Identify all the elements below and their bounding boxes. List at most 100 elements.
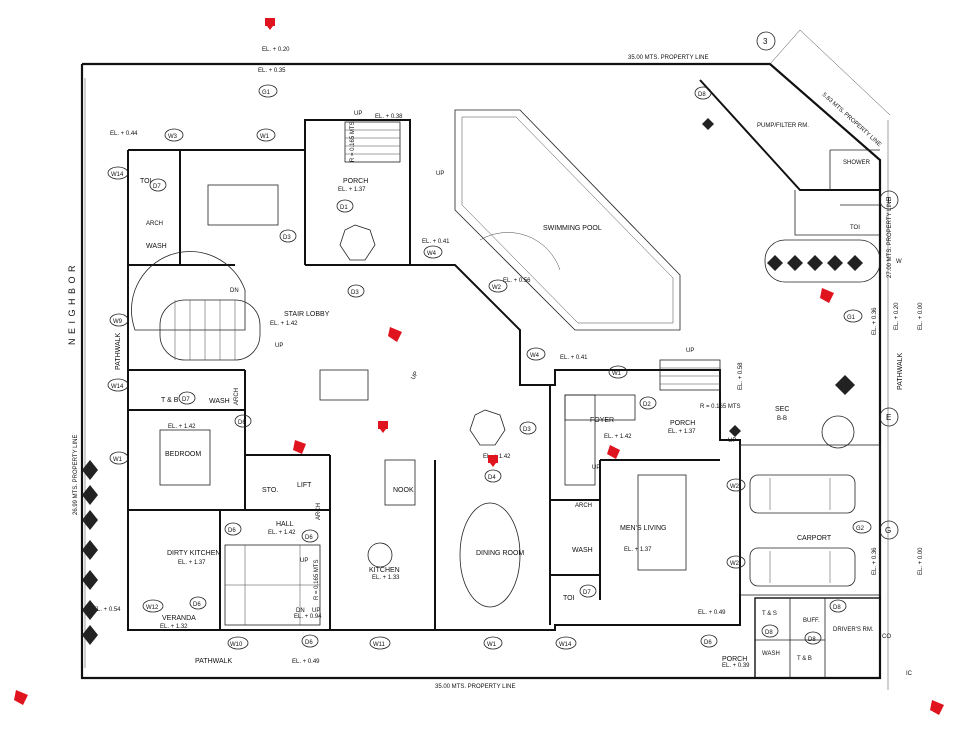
carport-label: CARPORT xyxy=(797,535,832,542)
camera-icon xyxy=(607,445,620,459)
tag-d2: D2 xyxy=(643,402,651,408)
tag-d3: D3 xyxy=(283,235,291,241)
neighbor-label: N E I G H B O R xyxy=(67,264,77,345)
veranda-label: VERANDA xyxy=(162,615,196,622)
carport-area xyxy=(739,444,881,679)
tag-w1: W1 xyxy=(260,134,270,140)
tag-w14: W14 xyxy=(111,384,124,390)
bottom-property-line: 35.00 MTS. PROPERTY LINE xyxy=(435,684,515,690)
tag-w1: W1 xyxy=(612,371,622,377)
el-label: EL. + 0.20 xyxy=(894,302,900,330)
tag-w1: W1 xyxy=(113,457,123,463)
tag-w11: W11 xyxy=(373,642,386,648)
up-label: UP xyxy=(686,348,694,354)
tag-d6: D6 xyxy=(305,640,313,646)
stair-lobby-stairs xyxy=(131,251,261,361)
kitchen-label: KITCHEN xyxy=(369,567,400,574)
el-label: EL. + 0.38 xyxy=(375,114,403,120)
pump-room-label: PUMP/FILTER RM. xyxy=(757,123,809,129)
hall-label: HALL xyxy=(276,521,294,528)
up-label: UP xyxy=(312,608,320,614)
tag-d6: D6 xyxy=(238,420,246,426)
camera-icon xyxy=(14,690,28,705)
tag-d6: D6 xyxy=(228,528,236,534)
el-label: EL. + 1.32 xyxy=(160,624,188,630)
tag-d6: D8 xyxy=(698,92,706,98)
tag-w2: W2 xyxy=(730,484,740,490)
tag-w2: W2 xyxy=(492,285,502,291)
wash1-label: WASH xyxy=(146,243,167,250)
el-label: EL. + 1.42 xyxy=(270,321,298,327)
porch-bottom-label: PORCH xyxy=(722,656,747,663)
wash2-label: WASH xyxy=(209,398,230,405)
toi1-label: TOI xyxy=(140,178,152,185)
riser-label: R = 0.165 MTS xyxy=(314,559,320,600)
up-label: UP xyxy=(275,343,283,349)
section-mark-ref: B-B xyxy=(777,416,787,422)
right-property-line: 27.00 MTS. PROPERTY LINE xyxy=(887,198,893,278)
left-property-line: 26.99 MTS. PROPERTY LINE xyxy=(73,435,79,515)
el-label: EL. + 0.39 xyxy=(722,663,750,669)
ts-label: T & S xyxy=(762,611,777,617)
foyer-label: FOYER xyxy=(590,417,614,424)
tag-w14: W14 xyxy=(559,642,572,648)
pathwalk-bottom: PATHWALK xyxy=(195,658,233,665)
el-label: EL. + 0.35 xyxy=(258,68,286,74)
section-mark-label: SEC xyxy=(775,406,789,413)
buff-label: BUFF. xyxy=(803,618,820,624)
camera-icon xyxy=(265,18,275,30)
tag-w4: W4 xyxy=(530,353,540,359)
wash3-label: WASH xyxy=(572,547,593,554)
tb-label: T & B xyxy=(161,397,179,404)
storage-label: STO. xyxy=(262,487,278,494)
drivers-room-label: DRIVER'S RM. xyxy=(833,627,874,633)
tag-g1: G1 xyxy=(262,90,271,96)
tag-d7: D7 xyxy=(153,184,161,190)
hall-stairs xyxy=(224,544,321,626)
tag-g1: G1 xyxy=(847,315,856,321)
up-label: UP xyxy=(592,465,600,471)
toi-right-label: TOI xyxy=(850,225,860,231)
porch-mid-steps xyxy=(659,359,721,391)
tag-w2: W2 xyxy=(730,561,740,567)
camera-icon xyxy=(488,455,498,467)
el-label: EL. + 0.54 xyxy=(93,607,121,613)
dirty-kitchen-label: DIRTY KITCHEN xyxy=(167,550,220,557)
camera-icon xyxy=(388,327,402,342)
grid-g: G xyxy=(885,526,891,535)
dining-room-label: DINING ROOM xyxy=(476,550,524,557)
tag-w14: W14 xyxy=(111,172,124,178)
el-label: EL. + 0.44 xyxy=(110,131,138,137)
el-label: EL. + 1.37 xyxy=(338,187,366,193)
grid-bubbles: 3 T W E G CO IC xyxy=(756,31,913,677)
tag-g2: G2 xyxy=(856,526,865,532)
riser-label: R = 0.165 MTS xyxy=(350,121,356,162)
furniture xyxy=(159,184,687,608)
up-label: UP xyxy=(728,438,736,444)
arch3-label: ARCH xyxy=(316,503,322,520)
el-label: EL. + 0.49 xyxy=(292,659,320,665)
el-label: EL. + 0.56 xyxy=(503,278,531,284)
house-walls xyxy=(127,119,741,631)
up-label: UP xyxy=(436,171,444,177)
dn-label: DN xyxy=(230,288,239,294)
camera-markers xyxy=(14,18,944,715)
shower-label: SHOWER xyxy=(843,160,871,166)
tb2-label: T & B xyxy=(797,656,812,662)
hedge-plants xyxy=(82,118,863,645)
el-label: EL. + 0.20 xyxy=(262,47,290,53)
camera-icon xyxy=(378,421,388,433)
up-label: UP xyxy=(411,371,420,381)
el-label: EL. + 0.36 xyxy=(872,307,878,335)
riser-label: R = 0.165 MTS xyxy=(700,404,741,410)
lift-label: LIFT xyxy=(297,482,312,489)
mens-living-label: MEN'S LIVING xyxy=(620,525,666,532)
el-label: EL. + 1.42 xyxy=(168,424,196,430)
camera-icon xyxy=(820,288,834,303)
grid-t: T xyxy=(886,196,891,205)
tag-w4: W4 xyxy=(427,251,437,257)
tag-d3: D3 xyxy=(523,427,531,433)
pathwalk-left: PATHWALK xyxy=(115,332,122,370)
tag-w10: W10 xyxy=(230,642,243,648)
el-label: EL. + 1.37 xyxy=(178,560,206,566)
